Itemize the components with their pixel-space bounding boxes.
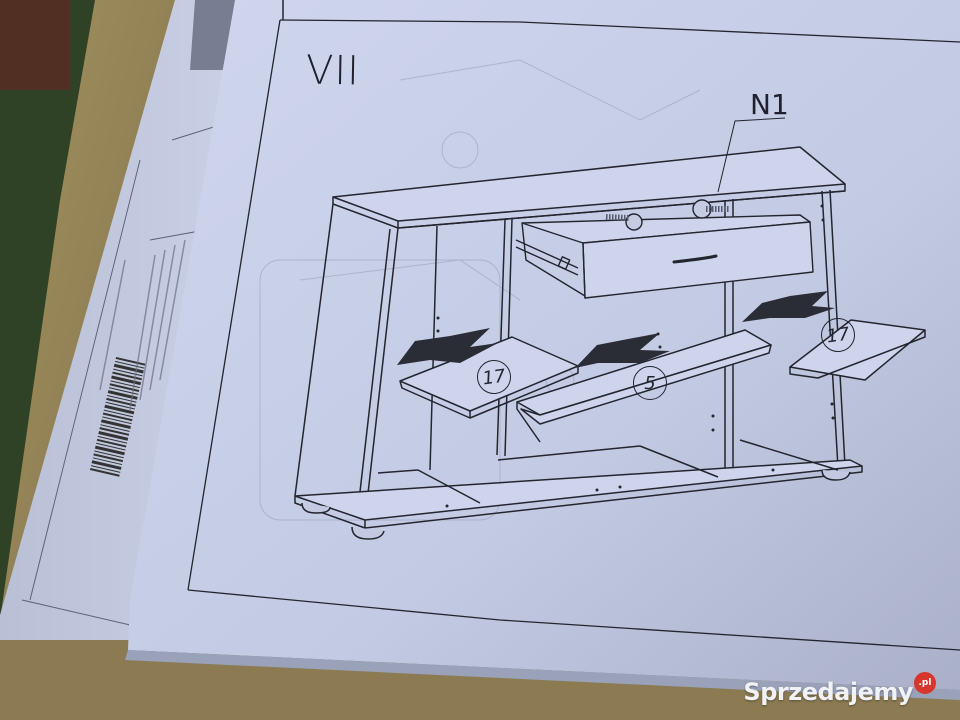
n1-leader-line [717, 117, 786, 193]
arrow-right [742, 291, 835, 322]
arrow-left [397, 328, 498, 365]
screw-left [605, 213, 643, 231]
part-number-middle-shelf: 5 [633, 366, 667, 400]
barcode [90, 356, 146, 477]
watermark-text: Sprzedajemy [743, 678, 913, 706]
shelf-pin-dots [436, 204, 835, 508]
step-number-label: VII [305, 47, 361, 95]
arrows [397, 291, 835, 368]
arrow-middle [575, 333, 670, 368]
cabinet-illustration [294, 146, 863, 540]
part-callout-n1: N1 [750, 88, 789, 121]
screw-n1 [692, 199, 730, 219]
watermark-badge: .pl [914, 672, 936, 694]
drawer-illustration [515, 199, 814, 299]
sprzedajemy-watermark: Sprzedajemy .pl [743, 672, 936, 706]
